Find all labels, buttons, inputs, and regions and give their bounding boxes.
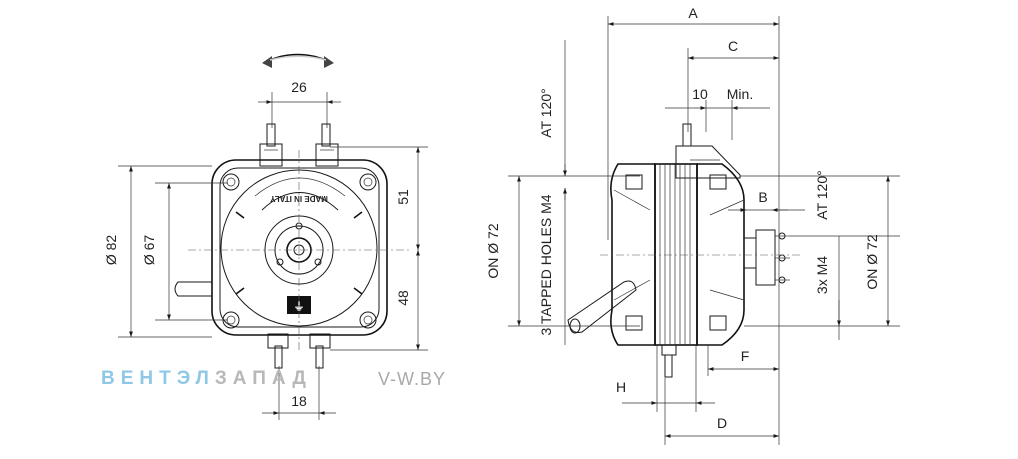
side-right-holes: 3x M4 [814, 256, 830, 294]
side-view: A C 10 Min. B [485, 5, 900, 445]
dim-min: Min. [727, 86, 753, 102]
side-right-circle: ON Ø 72 [864, 234, 880, 289]
side-shaft [675, 123, 741, 179]
top-terminals [259, 123, 339, 167]
motor-body-side [567, 163, 790, 378]
dim-upper-height: 51 [395, 189, 411, 205]
side-right-angle: AT 120° [814, 170, 830, 219]
side-left-circle: ON Ø 72 [485, 223, 501, 278]
dim-top-width: 26 [291, 79, 307, 95]
side-left-angle: AT 120° [538, 88, 554, 137]
motor-body-front: MADE IN ITALY ⏚ [174, 159, 388, 336]
dim-a: A [688, 5, 698, 21]
front-view: 26 MADE IN IT [103, 53, 428, 420]
side-left-holes: 3 TAPPED HOLES M4 [538, 194, 554, 335]
dim-d: D [717, 415, 727, 431]
watermark-brand: ВЕНТЭЛЗАПАД [101, 368, 312, 390]
watermark-brand-part1: ВЕНТЭЛ [101, 368, 215, 389]
dim-inner-diameter: Ø 67 [141, 235, 157, 266]
dim-outer-diameter: Ø 82 [103, 235, 119, 266]
dim-10: 10 [692, 86, 708, 102]
dim-bottom-width: 18 [291, 393, 307, 409]
dim-b: B [758, 189, 767, 205]
dim-h: H [616, 379, 626, 395]
rotation-arrow-icon [262, 53, 334, 68]
dim-lower-height: 48 [395, 290, 411, 306]
dim-f: F [741, 348, 750, 364]
watermark-site: V-W.BY [378, 369, 447, 389]
bottom-terminals [267, 333, 331, 369]
nameplate-text: MADE IN ITALY [269, 194, 327, 203]
watermark-brand-part2: ЗАПАД [214, 368, 312, 389]
dim-c: C [728, 38, 738, 54]
